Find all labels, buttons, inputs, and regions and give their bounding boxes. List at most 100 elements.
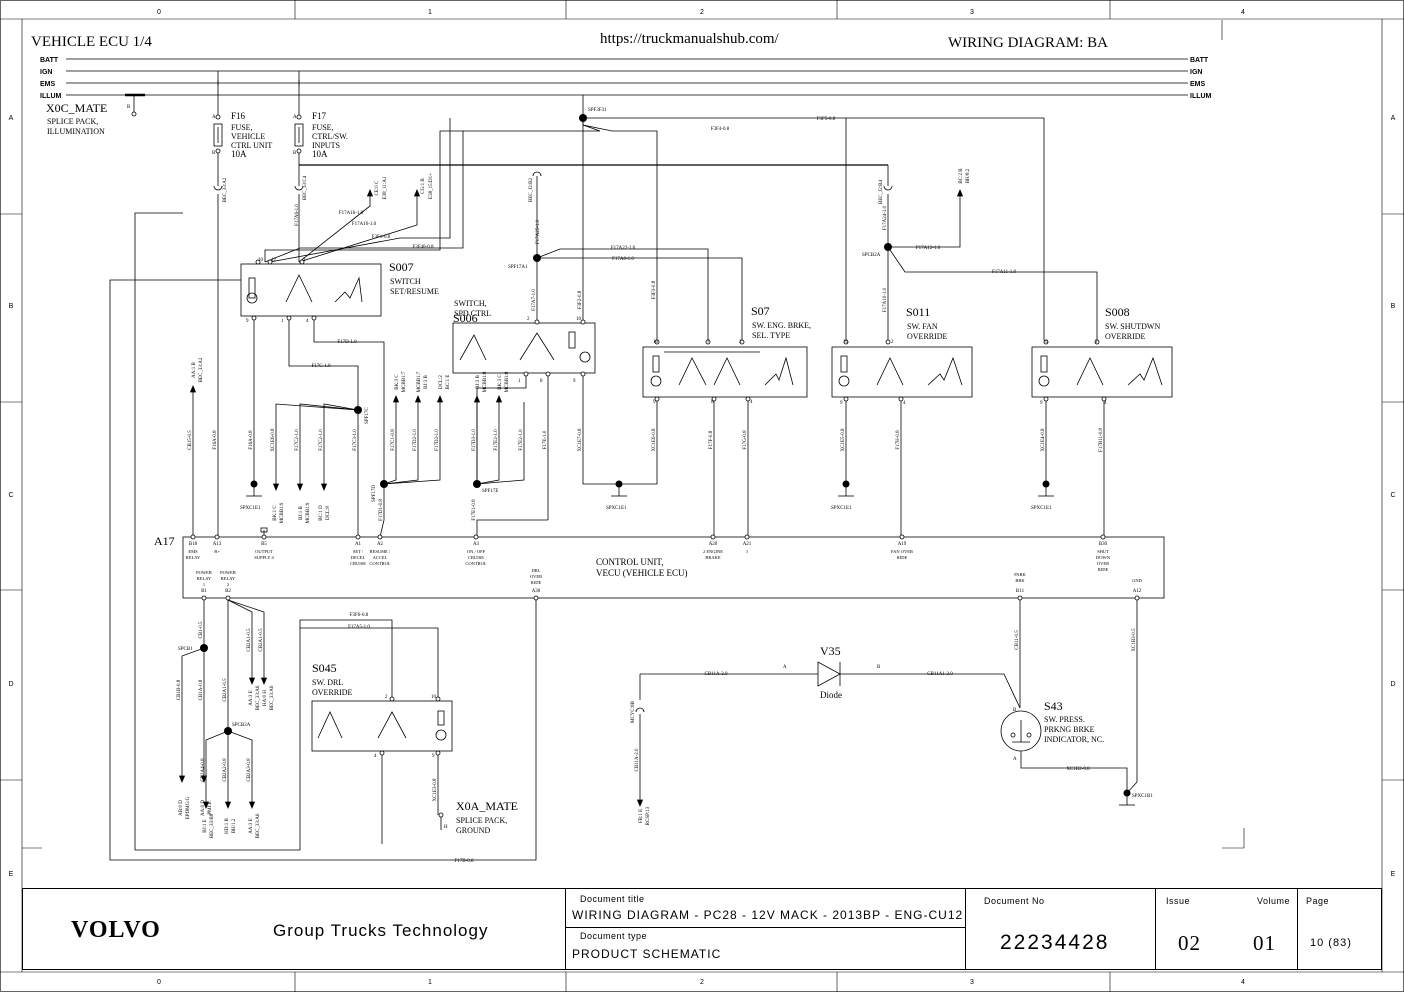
wire-label: F17F-0.8 — [709, 430, 714, 449]
pin — [1017, 595, 1023, 601]
f17a16-wire — [298, 196, 371, 263]
wire-label: F17A8-1.0 — [612, 257, 634, 262]
volume-cell: Volume 01 — [1249, 889, 1297, 969]
s011-box — [831, 346, 973, 398]
pin — [215, 148, 221, 154]
splice-label: SPF17A1 — [508, 265, 528, 270]
splice-label: SPF17D — [372, 485, 377, 502]
column-number: 2 — [700, 979, 704, 986]
switch-contact — [519, 332, 555, 361]
arrow-down — [224, 801, 232, 810]
pin — [190, 534, 196, 540]
a17-pin-name: OVER — [530, 574, 542, 579]
pin — [251, 315, 257, 321]
bus-label: IGN — [40, 69, 52, 76]
wire-label: F17D2-1.0 — [435, 429, 440, 451]
pin — [435, 696, 441, 702]
connector-label: BC:1 E — [446, 375, 451, 390]
connector-label: BJ:1 E — [203, 819, 208, 832]
connector-cup — [883, 185, 893, 191]
arrow-up — [392, 394, 400, 403]
doc-no-label: Document No — [984, 896, 1045, 906]
wire-label: F17A5-1.0 — [348, 625, 370, 630]
a17-pin-name: RELAY — [186, 555, 201, 560]
splice-label: SPXC1E1 — [831, 506, 852, 511]
bus-label: ILLUM — [40, 93, 62, 100]
f17e2b-wire — [476, 402, 500, 485]
switch-contact — [678, 357, 707, 386]
f3f5-wire — [583, 117, 1045, 340]
pin — [534, 319, 540, 325]
s008-desc: OVERRIDE — [1105, 332, 1146, 341]
f17c-wire — [288, 320, 359, 410]
s07-id: S07 — [751, 304, 770, 318]
lamp-resistor — [568, 331, 576, 349]
wire-label: CB1-0.5 — [199, 621, 204, 639]
f17-desc: FUSE, — [312, 123, 334, 132]
row-letter: A — [9, 115, 14, 122]
wire-label: F17C-1.0 — [311, 364, 331, 369]
connector-label: RCSP:13 — [646, 806, 651, 825]
switch-spring — [764, 356, 794, 386]
f17c2b-wire — [299, 403, 359, 484]
connector-label: DCL:2 — [439, 375, 444, 389]
b5-connector — [260, 527, 268, 533]
a17-box — [182, 536, 1165, 599]
wire-label: F17A25-1.0 — [536, 219, 541, 244]
connector-label: AA:0 D — [201, 800, 206, 816]
pin-label: A — [293, 115, 297, 120]
pin — [744, 534, 750, 540]
switch-contact — [317, 711, 343, 739]
splice-spxc1b1 — [1123, 789, 1131, 797]
f3f3-wire — [582, 124, 658, 340]
connector-label: MCBB1:8 — [483, 371, 488, 392]
cb2a1b-wire — [227, 599, 253, 680]
arrow-down — [320, 483, 328, 492]
a17-pin-name: 1 — [203, 582, 205, 587]
document-title-cell: Document title WIRING DIAGRAM - PC28 - 1… — [565, 889, 965, 969]
f16-id: F16 — [231, 111, 246, 121]
pin-label: 9 — [653, 400, 656, 405]
pin — [377, 534, 383, 540]
wire-label: CB1B-0.8 — [177, 679, 182, 700]
connector-label: BK:3 C — [498, 374, 503, 390]
arrow-down — [636, 799, 644, 808]
pin — [654, 396, 660, 402]
pin-label: B — [212, 151, 216, 156]
arrow-up — [189, 384, 197, 393]
pin — [225, 595, 231, 601]
pin — [580, 319, 586, 325]
arrow-down — [248, 677, 256, 686]
f17a12-wire — [888, 196, 961, 248]
splice-spf17c — [354, 406, 362, 414]
a17-pin-name: RESUME / — [370, 549, 391, 554]
wire-label: F17C3-1.0 — [353, 429, 358, 451]
a17-pin-id: A3 — [473, 542, 480, 547]
pin — [299, 259, 305, 265]
splice-label: SPCB1 — [178, 647, 193, 652]
wire-label: F17D2-1.0 — [413, 429, 418, 451]
pin — [435, 750, 441, 756]
s43-body — [1000, 710, 1042, 752]
volume: 01 — [1253, 931, 1276, 955]
volvo-logo: VOLVO — [71, 917, 161, 943]
arrow-down — [200, 775, 208, 784]
bus-label: ILLUM — [1190, 93, 1212, 100]
a17-pin-id: A12 — [1133, 589, 1142, 594]
a17-pin-id: A21 — [743, 542, 752, 547]
f16-desc: FUSE, — [231, 123, 253, 132]
pin-label: B — [1013, 708, 1017, 713]
pin-label: 4 — [750, 400, 753, 405]
pin-label: A — [1013, 757, 1017, 762]
corner-mark — [1222, 828, 1245, 849]
splice-label: SPCB2A — [862, 253, 881, 258]
issue-label: Issue — [1166, 896, 1191, 906]
a17-pin-id: B18 — [189, 542, 198, 547]
s07-box — [642, 346, 808, 398]
connector-label: PMI:E — [208, 801, 213, 814]
s43-desc: INDICATOR, NC. — [1044, 735, 1104, 744]
s045-box — [311, 700, 453, 752]
